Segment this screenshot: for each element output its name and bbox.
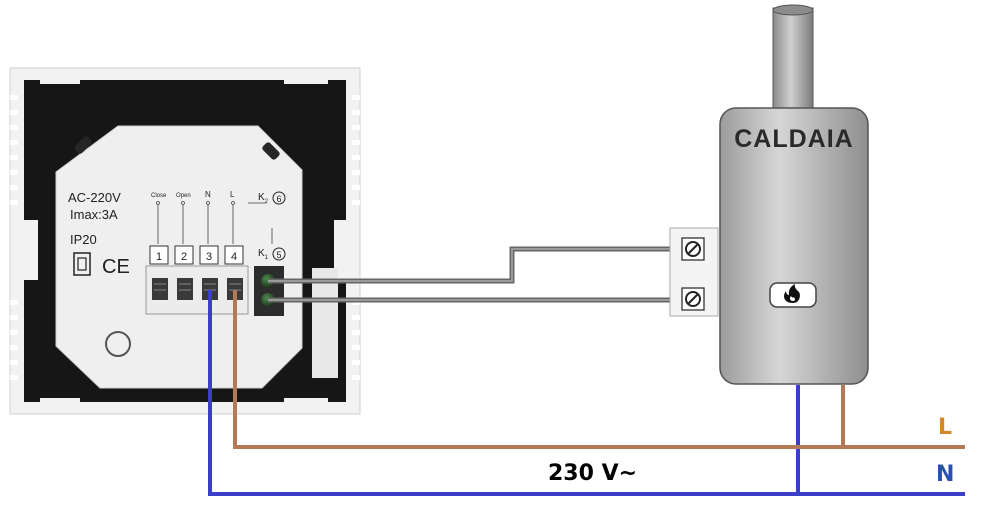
corner-tab-tl	[40, 70, 80, 84]
wires	[208, 246, 965, 496]
thermostat-backplate: AC-220V Imax:3A IP20 CE Close Open N L K…	[9, 67, 361, 415]
ip-rating: IP20	[70, 232, 97, 247]
relay-k1-circle	[272, 247, 286, 261]
terminal-number-4: 4	[231, 251, 237, 263]
corner-tab-bl	[40, 398, 80, 412]
terminal-label-3: N	[205, 190, 211, 199]
ce-mark: CE	[102, 256, 130, 278]
relay-k2-number: 6	[276, 194, 281, 204]
corner-tab-tr	[284, 70, 328, 84]
flame-inner	[789, 296, 795, 301]
terminal-label-4: L	[230, 190, 235, 199]
line-wire	[233, 290, 965, 449]
relay-k1-label: K1	[258, 248, 269, 261]
terminal-label-1: Close	[151, 193, 167, 199]
line-label: L	[938, 415, 952, 440]
rating-current: Imax:3A	[70, 207, 118, 222]
screw-hole-tl	[74, 136, 92, 154]
neutral-wire	[208, 290, 965, 496]
rim-notches-left	[10, 95, 18, 380]
terminal-number-3: 3	[206, 251, 212, 263]
flame-icon	[784, 284, 800, 303]
screw-hole-tr	[262, 142, 280, 160]
boiler-title: CALDAIA	[734, 125, 854, 153]
screw-hole-bottom	[105, 331, 131, 357]
terminal-label-2: Open	[176, 193, 191, 199]
terminal-screw-threads	[154, 283, 241, 291]
terminal-number-boxes	[149, 245, 244, 265]
side-slot-left	[16, 220, 38, 280]
terminal-symbols	[156, 201, 273, 244]
corner-tab-br	[284, 398, 328, 412]
mains-voltage-label: 230 V~	[548, 461, 637, 486]
rating-voltage: AC-220V	[68, 190, 121, 205]
double-insulation-inner	[77, 257, 87, 271]
relay-k1-number: 5	[276, 250, 281, 260]
signal-wire-top-core	[268, 248, 682, 282]
terminal-number-1: 1	[156, 251, 162, 263]
boiler-body	[719, 107, 869, 385]
right-plastic-strip	[312, 268, 338, 378]
neutral-label: N	[936, 462, 954, 487]
double-insulation-icon	[73, 252, 91, 276]
boiler-terminal-top	[681, 237, 705, 261]
boiler: CALDAIA	[669, 4, 869, 385]
relay-k2-label: K2	[258, 192, 269, 205]
relay-terminal-housing	[254, 266, 284, 316]
boiler-flue-pipe	[772, 7, 814, 113]
relay-k2-circle	[272, 191, 286, 205]
terminal-number-2: 2	[181, 251, 187, 263]
side-slot-right	[334, 220, 354, 280]
boiler-terminal-bottom	[681, 287, 705, 311]
boiler-flue-top	[772, 4, 814, 16]
